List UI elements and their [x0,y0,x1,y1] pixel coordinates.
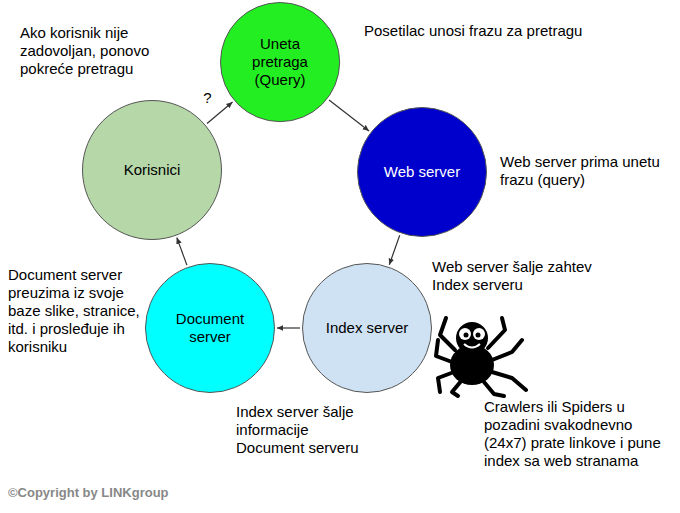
circle-node: Uneta pretraga (Query) [220,2,340,122]
spider-eye [459,328,471,340]
circle-shape [303,264,432,393]
node-label: Web server [384,163,460,181]
circle-node: Korisnici [82,100,222,240]
node-label: Uneta pretraga (Query) [232,35,328,89]
spider-pupil [464,333,469,338]
flow-arrow [329,100,369,131]
circle-node: Web server [357,107,487,237]
annotation: Crawlers ili Spiders u pozadini svakodne… [484,398,669,470]
node-label: Index server [326,319,409,337]
circle-node: Index server [302,263,432,393]
circle-shape [146,264,275,393]
copyright-note: ©Copyright by LINKgroup [8,484,268,502]
node-label: Korisnici [124,161,181,179]
edge-label: ? [201,89,213,107]
annotation: Index server šalje informacije Document … [236,403,376,457]
annotation: Document server preuzima iz svoje baze s… [8,266,142,356]
node-label: Document server [158,310,262,346]
annotation: Ako korisnik nije zadovoljan, ponovo pok… [20,24,170,78]
annotation: Posetilac unosi frazu za pretragu [364,22,664,40]
annotation: Web server šalje zahtev Index serveru [432,258,632,294]
spider-legs [436,318,526,396]
flow-arrow [389,235,399,265]
circle-shape [358,108,487,237]
annotation: Web server prima unetu frazu (query) [500,153,665,189]
spider-pupil [476,333,481,338]
flow-arrow [277,327,300,328]
circle-shape [83,101,222,240]
flow-arrow [177,238,187,266]
circle-node: Document server [145,263,275,393]
spider-head [456,322,488,354]
spider-eye [473,328,485,340]
circle-shape [220,2,339,121]
spider-smile [464,344,480,348]
